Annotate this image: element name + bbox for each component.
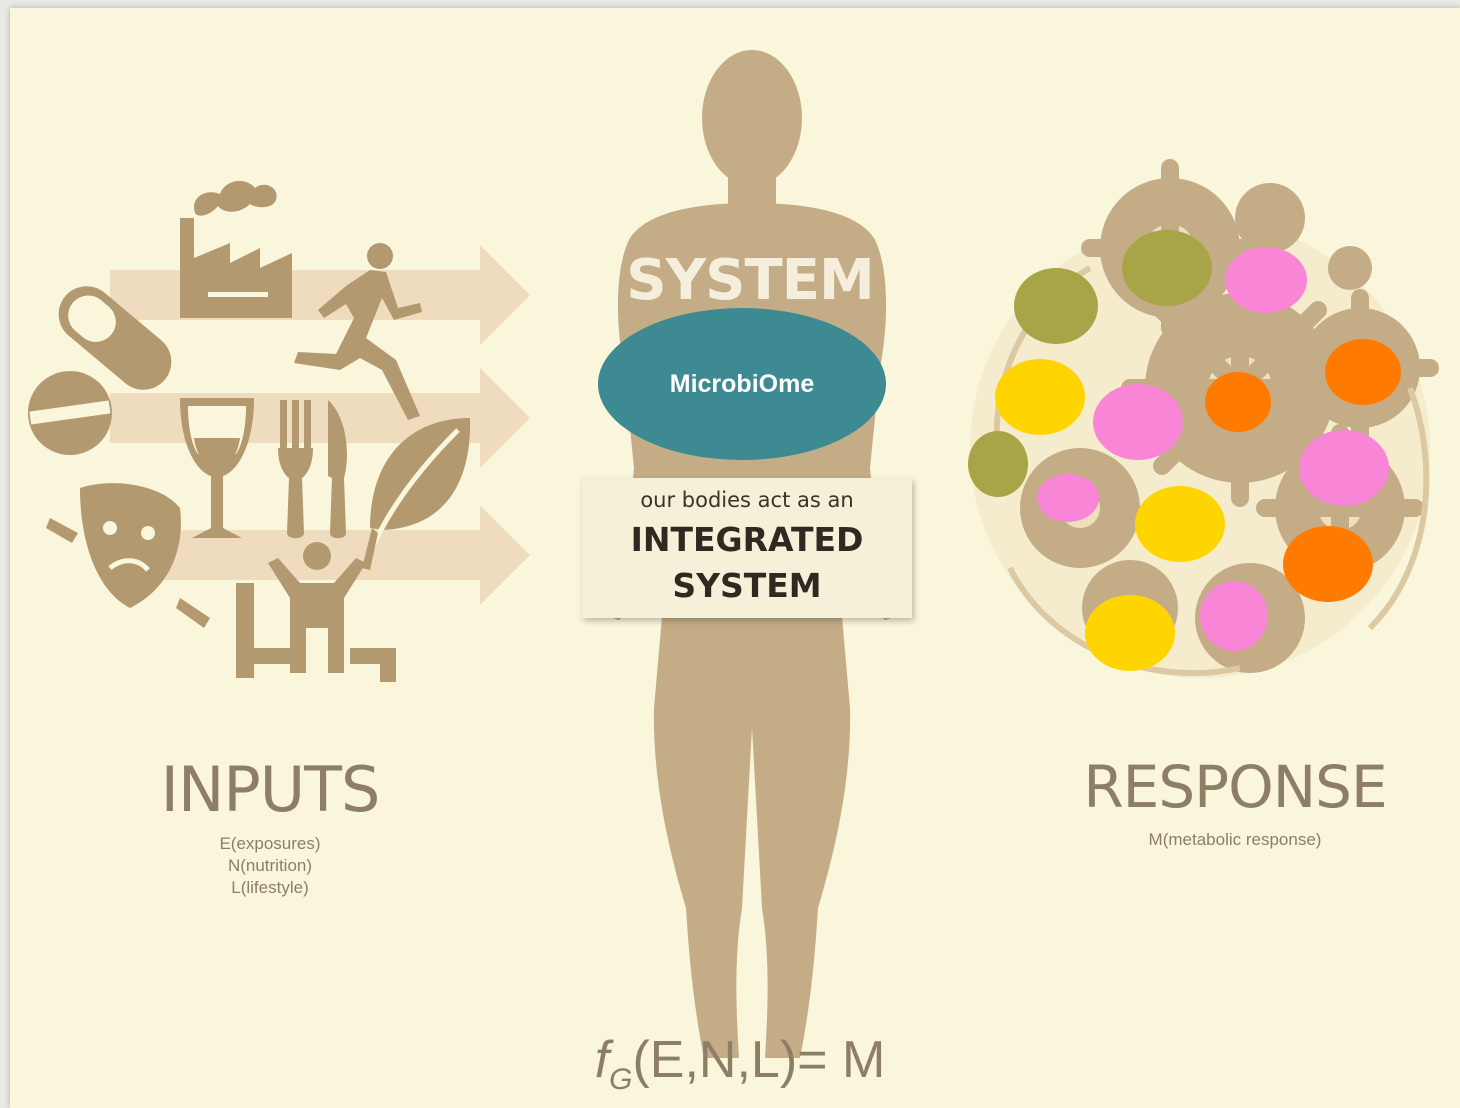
blob-pink xyxy=(1225,247,1307,313)
system-title: SYSTEM xyxy=(626,248,874,313)
microbe-blobs xyxy=(968,230,1401,671)
leaf-icon xyxy=(362,418,471,570)
integrated-line-3: SYSTEM xyxy=(672,566,822,605)
tablet-icon xyxy=(28,371,112,455)
blob-orange xyxy=(1205,372,1271,432)
formula-subscript: G xyxy=(609,1063,633,1096)
integrated-system-box: our bodies act as an INTEGRATED SYSTEM xyxy=(582,478,912,618)
inputs-line-nutrition: N(nutrition) xyxy=(227,856,313,875)
blob-pink xyxy=(1093,384,1183,460)
blob-orange xyxy=(1325,339,1401,405)
microbiome-ellipse: MicrobiOme xyxy=(598,308,886,460)
formula-f: f xyxy=(594,1031,610,1089)
desk-worker-icon xyxy=(236,542,396,682)
formula-rest: (E,N,L)= M xyxy=(632,1031,886,1089)
wine-glass-icon xyxy=(180,398,254,538)
theater-mask-icon xyxy=(46,483,210,628)
blob-olive xyxy=(1014,268,1098,344)
blob-yellow xyxy=(1085,595,1175,671)
microbiome-label: MicrobiOme xyxy=(669,369,815,398)
factory-icon xyxy=(180,180,292,318)
integrated-line-1: our bodies act as an xyxy=(640,488,854,512)
response-subtitle: M(metabolic response) xyxy=(1148,830,1322,849)
integrated-line-2: INTEGRATED xyxy=(630,520,864,559)
inputs-line-lifestyle: L(lifestyle) xyxy=(231,878,309,897)
blob-pink xyxy=(1299,430,1389,506)
blob-orange xyxy=(1283,526,1373,602)
knife-icon xyxy=(328,400,347,539)
blob-olive xyxy=(1122,230,1212,306)
inputs-subtitle: E(exposures) N(nutrition) L(lifestyle) xyxy=(170,833,370,899)
diagram-canvas: SYSTEM MicrobiOme our bodies act as an I… xyxy=(10,8,1460,1108)
response-title: RESPONSE xyxy=(1083,753,1387,821)
inputs-line-exposures: E(exposures) xyxy=(219,834,321,853)
fork-icon xyxy=(278,400,313,539)
blob-pink xyxy=(1200,581,1268,651)
inputs-title: INPUTS xyxy=(160,753,381,826)
blob-yellow xyxy=(995,359,1085,435)
pill-icon xyxy=(58,286,172,390)
formula: fG(E,N,L)= M xyxy=(570,1030,910,1097)
blob-yellow xyxy=(1135,486,1225,562)
runner-icon xyxy=(294,243,422,420)
blob-pink xyxy=(1037,474,1099,522)
blob-olive xyxy=(968,431,1028,497)
